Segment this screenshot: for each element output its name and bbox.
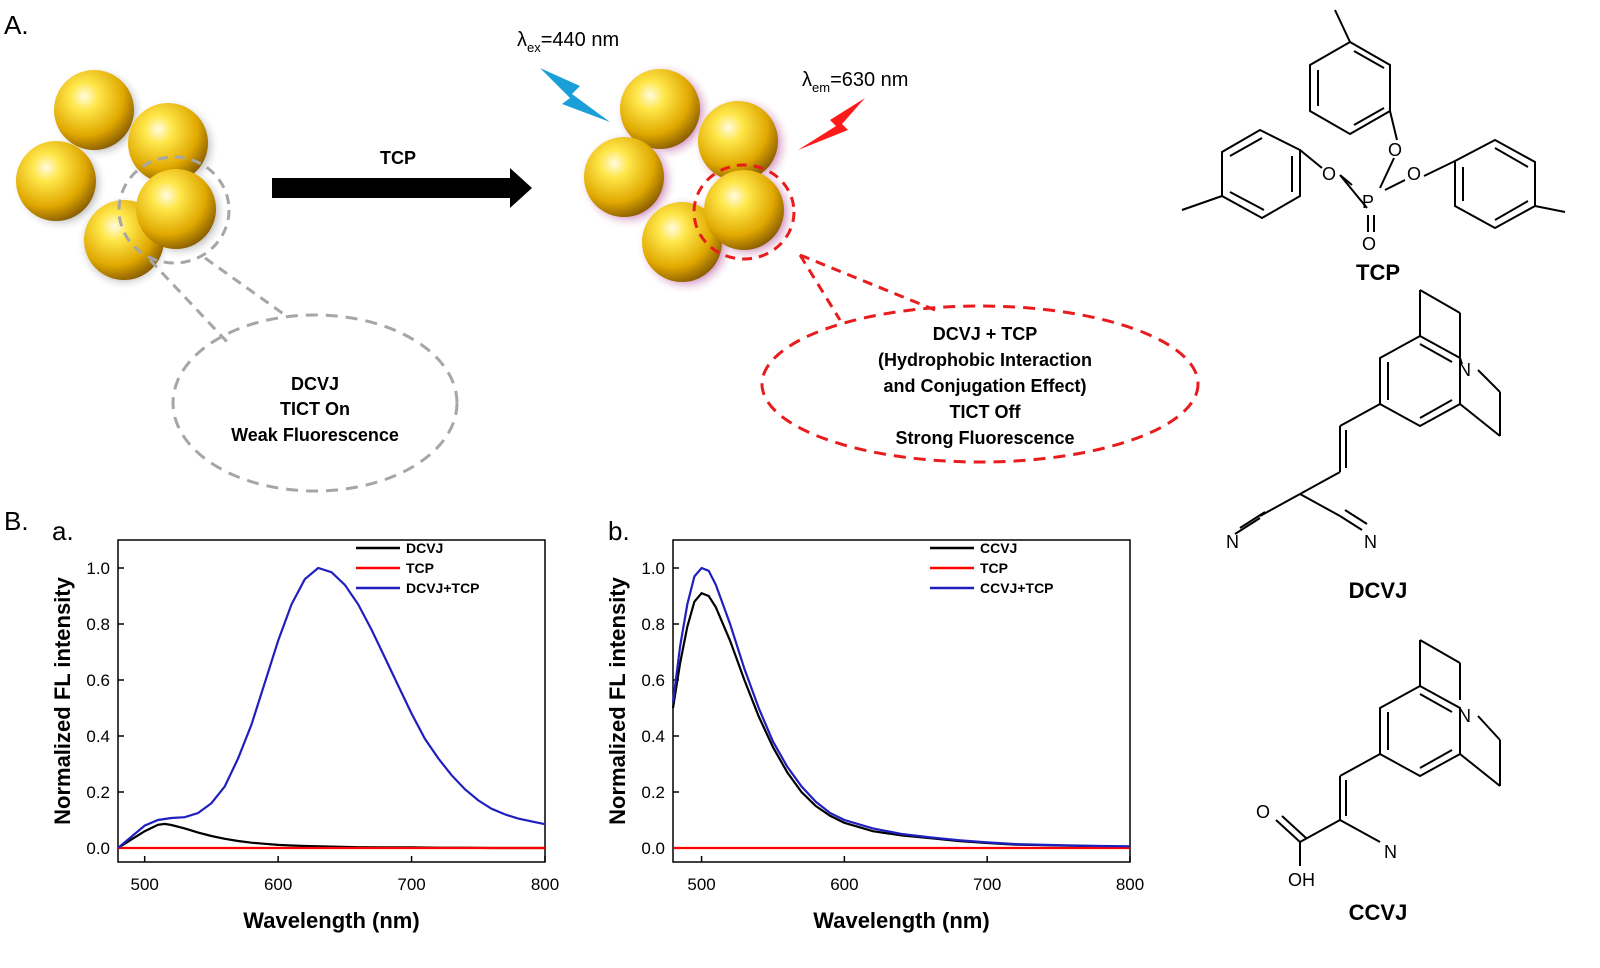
highlight-circle-right <box>692 163 796 261</box>
ccvj-atom-n: N <box>1458 706 1471 726</box>
reaction-arrow <box>272 168 532 208</box>
emission-bolt-icon <box>798 98 865 150</box>
nanoparticle-cluster-right <box>578 62 798 295</box>
bubble-right-line3: and Conjugation Effect) <box>884 376 1087 396</box>
highlight-circle-left <box>117 155 231 265</box>
ccvj-atom-oh: OH <box>1288 870 1315 890</box>
panel-label-a-lower: a. <box>52 516 74 546</box>
y-tick-label: 0.8 <box>641 615 665 634</box>
y-tick-label: 0.4 <box>641 727 665 746</box>
series-line-dcvj-tcp <box>117 566 546 849</box>
y-tick-label: 0.0 <box>86 839 110 858</box>
ccvj-structure <box>1275 639 1501 866</box>
panel-label-b-lower: b. <box>608 516 630 546</box>
bubble-right-line1: DCVJ + TCP <box>933 324 1038 344</box>
y-tick-label: 0.2 <box>86 783 110 802</box>
y-axis-label: Normalized FL intensity <box>50 576 75 825</box>
y-tick-label: 0.6 <box>86 671 110 690</box>
x-axis-label: Wavelength (nm) <box>243 908 419 933</box>
bubble-left <box>171 313 459 493</box>
series-line-ccvj-tcp <box>671 566 1131 848</box>
x-axis-label: Wavelength (nm) <box>813 908 989 933</box>
ccvj-name: CCVJ <box>1349 900 1408 925</box>
y-tick-label: 0.4 <box>86 727 110 746</box>
callout-lines-left <box>148 256 286 347</box>
tcp-atom-o-top: O <box>1388 140 1402 160</box>
excitation-bolt-icon <box>540 68 610 122</box>
y-tick-label: 1.0 <box>641 559 665 578</box>
y-tick-label: 0.0 <box>641 839 665 858</box>
bubble-right-line5: Strong Fluorescence <box>895 428 1074 448</box>
ccvj-atom-n-cyano: N <box>1384 842 1397 862</box>
legend-entry: DCVJ <box>406 540 443 556</box>
dcvj-name: DCVJ <box>1349 578 1408 603</box>
nanoparticle-cluster-left <box>12 65 228 291</box>
bubble-right <box>760 304 1200 464</box>
dcvj-atom-n-left: N <box>1226 532 1239 552</box>
emission-label: λem=630 nm <box>802 69 908 95</box>
legend-entry: DCVJ+TCP <box>406 580 480 596</box>
x-tick-label: 600 <box>264 875 292 894</box>
x-tick-label: 500 <box>687 875 715 894</box>
ccvj-atom-o: O <box>1256 802 1270 822</box>
bubble-left-line1: DCVJ <box>291 374 339 394</box>
x-tick-label: 600 <box>830 875 858 894</box>
y-axis-label: Normalized FL intensity <box>605 576 630 825</box>
callout-lines-right <box>798 253 936 321</box>
chart-a: 500 600 700 800 0.0 0.2 0.4 0.6 0.8 1.0Wavelength… <box>50 539 559 933</box>
y-tick-label: 0.2 <box>641 783 665 802</box>
x-tick-label: 800 <box>1116 875 1144 894</box>
dcvj-structure <box>1234 289 1501 535</box>
tcp-atom-o-double: O <box>1362 234 1376 254</box>
x-tick-label: 500 <box>131 875 159 894</box>
series-line-ccvj <box>671 591 1131 848</box>
bubble-right-line4: TICT Off <box>950 402 1022 422</box>
tcp-atom-o-right: O <box>1407 164 1421 184</box>
y-tick-label: 0.6 <box>641 671 665 690</box>
y-tick-label: 0.8 <box>86 615 110 634</box>
excitation-label: λex=440 nm <box>517 29 619 55</box>
plot-frame <box>117 539 546 863</box>
y-tick-label: 1.0 <box>86 559 110 578</box>
tcp-name: TCP <box>1356 260 1400 285</box>
legend-entry: CCVJ+TCP <box>980 580 1054 596</box>
legend-entry: CCVJ <box>980 540 1017 556</box>
chart-b: 500 600 700 800 0.0 0.2 0.4 0.6 0.8 1.0Wavelength… <box>605 539 1144 933</box>
reaction-arrow-label: TCP <box>380 148 416 168</box>
series-line-dcvj <box>117 822 545 850</box>
panel-label-b-upper: B. <box>4 506 29 536</box>
tcp-atom-p: P <box>1362 192 1374 212</box>
dcvj-atom-n: N <box>1458 360 1471 380</box>
bubble-left-line3: Weak Fluorescence <box>231 425 399 445</box>
dcvj-atom-n-right: N <box>1364 532 1377 552</box>
x-tick-label: 800 <box>531 875 559 894</box>
legend-entry: TCP <box>406 560 434 576</box>
tcp-structure <box>1181 9 1566 232</box>
legend-entry: TCP <box>980 560 1008 576</box>
x-tick-label: 700 <box>397 875 425 894</box>
bubble-left-line2: TICT On <box>280 399 350 419</box>
panel-label-a-upper: A. <box>4 10 29 40</box>
bubble-right-line2: (Hydrophobic Interaction <box>878 350 1092 370</box>
x-tick-label: 700 <box>973 875 1001 894</box>
plot-frame <box>672 539 1131 863</box>
tcp-atom-o-left: O <box>1322 164 1336 184</box>
